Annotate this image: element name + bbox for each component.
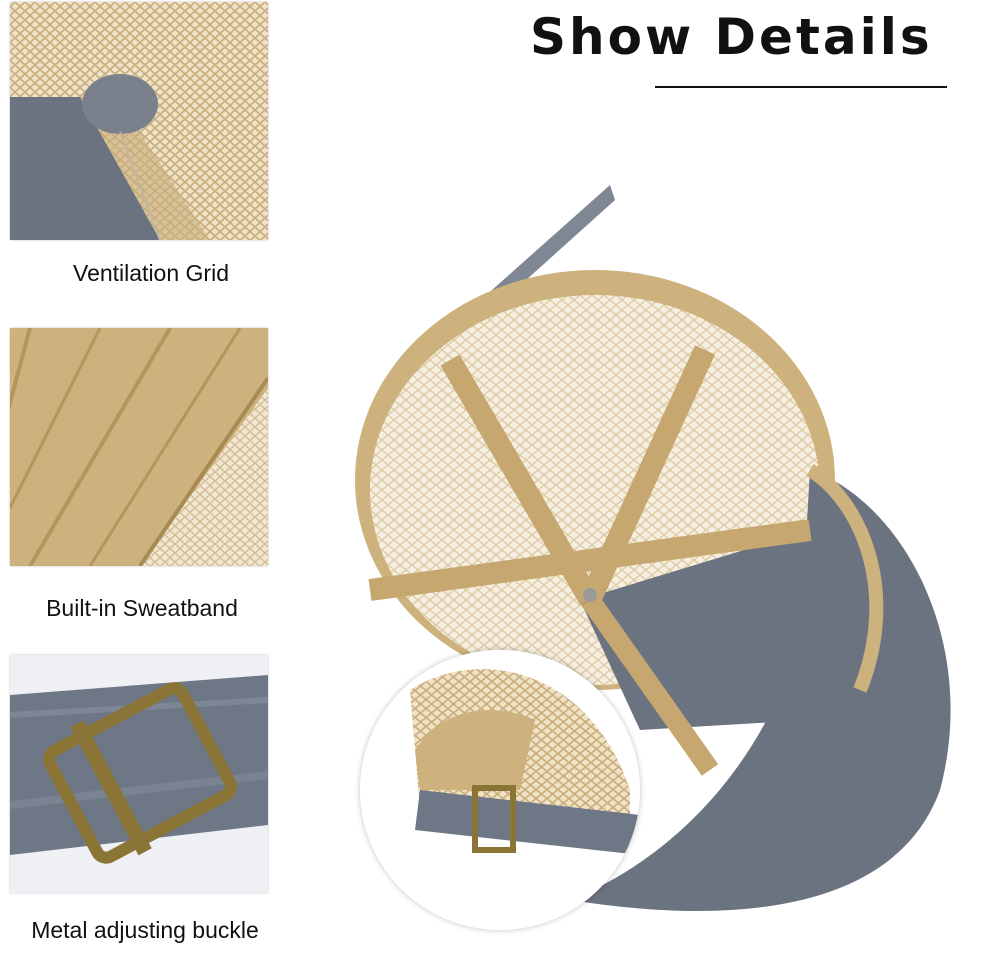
cap-underside-photo <box>340 170 1000 949</box>
buckle-photo <box>10 655 268 893</box>
sweatband-caption: Built-in Sweatband <box>46 595 238 621</box>
ventilation-grid-caption: Ventilation Grid <box>73 260 229 286</box>
sweatband-photo <box>10 328 268 566</box>
buckle-caption: Metal adjusting buckle <box>31 917 259 943</box>
title-underline <box>655 86 947 88</box>
back-closure-inset <box>360 650 640 930</box>
page-title: Show Details <box>530 8 933 66</box>
ventilation-grid-photo <box>10 2 268 240</box>
